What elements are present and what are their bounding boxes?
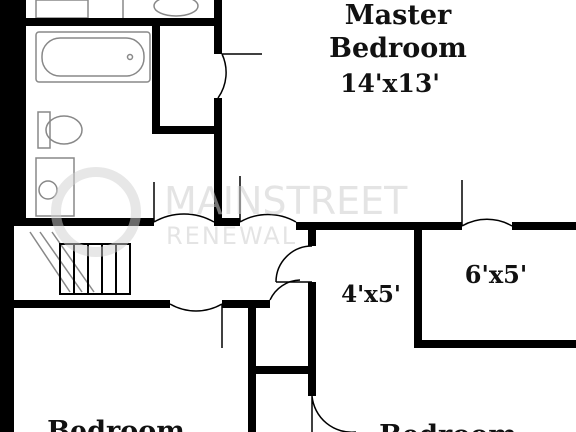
room-labels: Master Bedroom 14'x13' 6'x5' 4'x5' Bedro… bbox=[47, 0, 527, 432]
wall bbox=[512, 222, 576, 230]
closet-4x5-size: 4'x5' bbox=[341, 281, 401, 308]
wall bbox=[248, 300, 256, 432]
wall bbox=[214, 0, 222, 54]
wall bbox=[14, 218, 154, 226]
door-swing-master-closet bbox=[217, 53, 262, 99]
wall bbox=[308, 282, 316, 396]
bathtub-icon bbox=[35, 31, 151, 83]
wall bbox=[0, 0, 14, 432]
stair-rail-1 bbox=[29, 231, 71, 293]
wall bbox=[214, 218, 240, 226]
door-swing-bedroom-right bbox=[311, 395, 356, 432]
watermark-logo-icon bbox=[51, 167, 141, 257]
wall bbox=[414, 340, 576, 348]
door-swing-bedroom-left bbox=[169, 303, 223, 348]
door-swing-master bbox=[239, 176, 297, 223]
toilet-bowl-icon bbox=[45, 115, 83, 145]
wall bbox=[222, 300, 270, 308]
wall bbox=[308, 230, 316, 246]
bedroom-right-title: Bedroom bbox=[379, 420, 517, 432]
door-swing-hall-left bbox=[153, 182, 215, 223]
bedroom-left-title: Bedroom bbox=[47, 416, 185, 432]
tub-drain bbox=[126, 53, 134, 61]
wall bbox=[152, 126, 222, 134]
wall bbox=[296, 222, 462, 230]
wall bbox=[256, 366, 316, 374]
watermark-line2: RENEWAL bbox=[166, 222, 297, 250]
door-swing-linen bbox=[269, 279, 301, 301]
door-swing-closet-4x5 bbox=[275, 245, 313, 283]
toilet-tank-icon bbox=[37, 111, 51, 149]
master-bedroom-size: 14'x13' bbox=[340, 69, 440, 98]
master-bedroom-title-line1: Master bbox=[345, 0, 452, 31]
doors bbox=[153, 53, 513, 432]
bathtub-inner bbox=[41, 37, 145, 77]
closet-6x5-size: 6'x5' bbox=[465, 260, 527, 289]
door-swing-closet-6x5 bbox=[461, 180, 513, 227]
wall bbox=[14, 300, 170, 308]
wall bbox=[14, 0, 26, 226]
wall bbox=[414, 230, 422, 348]
wall bbox=[214, 98, 222, 224]
vanity-left bbox=[35, 0, 89, 19]
sink-icon bbox=[153, 0, 199, 17]
wall bbox=[152, 26, 160, 134]
watermark-line1: MAINSTREET bbox=[164, 179, 408, 223]
master-bedroom-title-line2: Bedroom bbox=[329, 33, 467, 64]
wall bbox=[26, 18, 222, 26]
watermark: MAINSTREET RENEWAL bbox=[51, 167, 408, 257]
